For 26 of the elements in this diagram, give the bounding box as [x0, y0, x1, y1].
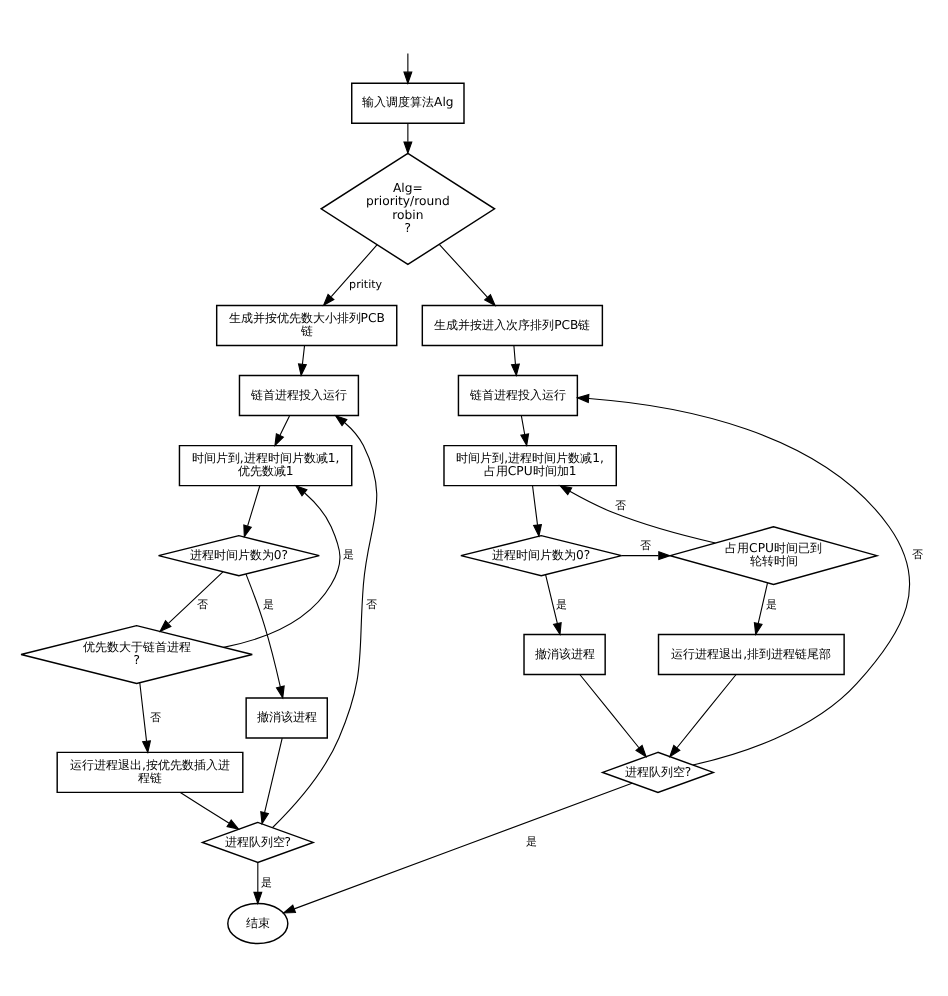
arrow: [245, 573, 285, 700]
arrow: [158, 571, 224, 633]
arrow: [438, 244, 497, 307]
arrow: [322, 244, 378, 307]
arrow: [668, 674, 737, 758]
arrow: [545, 574, 562, 636]
arrow: [272, 414, 378, 829]
arrow: [274, 415, 291, 447]
arrow: [510, 345, 521, 378]
arrow: [253, 862, 263, 906]
arrow: [223, 484, 341, 648]
arrow: [297, 345, 308, 378]
arrow: [282, 782, 633, 914]
arrow: [520, 415, 530, 448]
arrow: [532, 485, 543, 538]
arrow: [753, 582, 769, 637]
arrow: [260, 737, 283, 826]
arrow: [558, 484, 716, 544]
arrow: [139, 682, 152, 754]
arrow: [579, 674, 648, 758]
arrow: [620, 550, 672, 561]
arrow: [403, 52, 413, 85]
arrow: [403, 122, 413, 155]
arrow: [179, 792, 240, 831]
arrow: [243, 485, 261, 539]
arrow: [575, 393, 911, 766]
